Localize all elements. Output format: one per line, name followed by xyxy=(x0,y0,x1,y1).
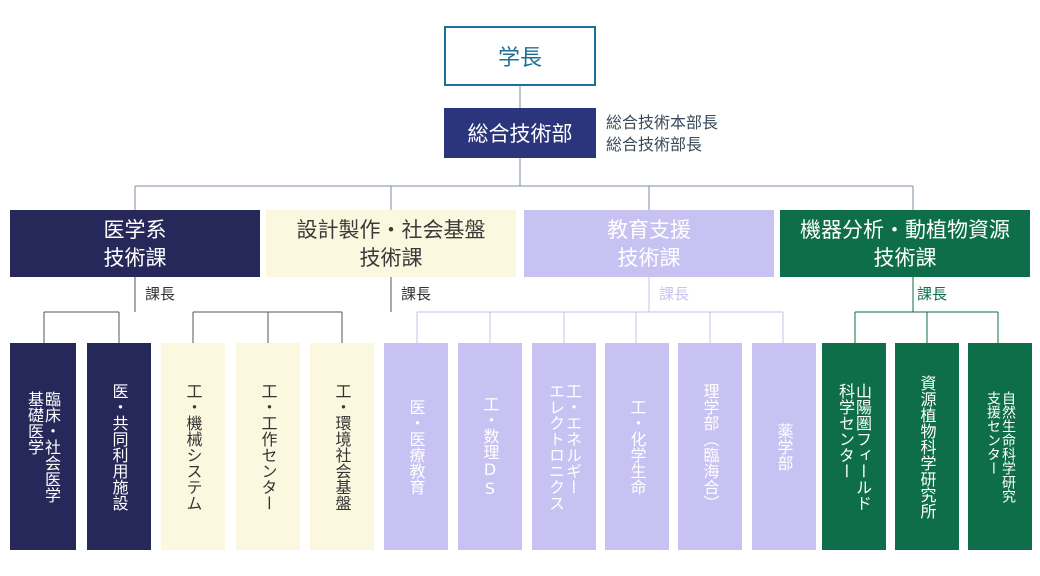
unit-label: 自然生命科学研究 支援センター xyxy=(985,390,1016,503)
division-education-line-1: 教育支援 xyxy=(607,217,691,242)
unit-chemistry-biotech: 工・化学生命 xyxy=(605,343,669,550)
chief-education: 課長 xyxy=(659,285,690,303)
unit-energy-electronics: 工・エネルギー エレクトロニクス xyxy=(532,343,596,550)
unit-sanyo-field-science: 山陽圏フィールド 科学センター xyxy=(822,343,886,550)
unit-natural-life-science-support: 自然生命科学研究 支援センター xyxy=(968,343,1032,550)
unit-label: 薬学部 xyxy=(774,422,794,471)
department-label: 総合技術部 xyxy=(467,122,573,146)
unit-label: 山陽圏フィールド 科学センター xyxy=(836,382,872,511)
unit-label: 医・共同利用施設 xyxy=(109,382,129,511)
unit-label: 臨床・社会医学 基礎医学 xyxy=(25,390,61,503)
chief-instrument: 課長 xyxy=(917,285,948,303)
unit-medical-shared-facilities: 医・共同利用施設 xyxy=(87,343,151,550)
chief-design: 課長 xyxy=(401,285,432,303)
unit-label: 工・数理DS xyxy=(480,395,500,498)
unit-label: 理学部（臨海合） xyxy=(700,382,720,511)
division-medical-line-2: 技術課 xyxy=(103,245,167,270)
division-medical: 医学系 技術課 xyxy=(10,210,260,277)
president-label: 学長 xyxy=(497,46,542,71)
unit-mechanical-systems: 工・機械システム xyxy=(161,343,225,550)
department-box: 総合技術部 xyxy=(444,108,596,158)
department-heads: 総合技術本部長 総合技術部長 xyxy=(606,112,718,156)
president-box: 学長 xyxy=(444,26,596,86)
division-instrument-bio: 機器分析・動植物資源 技術課 xyxy=(780,210,1030,277)
division-design-line-1: 設計製作・社会基盤 xyxy=(296,217,486,242)
division-education-line-2: 技術課 xyxy=(617,245,681,270)
unit-label: 工・化学生命 xyxy=(627,398,647,495)
division-instrument-line-2: 技術課 xyxy=(873,245,937,270)
unit-science-faculty: 理学部（臨海合） xyxy=(678,343,742,550)
unit-label: 医・医療教育 xyxy=(406,398,426,495)
unit-label: 資源植物科学研究所 xyxy=(917,374,937,519)
department-head-1: 総合技術本部長 xyxy=(606,113,719,132)
unit-workshop-center: 工・工作センター xyxy=(236,343,300,550)
division-medical-line-1: 医学系 xyxy=(103,217,167,242)
unit-clinical-basic-medicine: 臨床・社会医学 基礎医学 xyxy=(10,343,76,550)
unit-environmental-infrastructure: 工・環境社会基盤 xyxy=(310,343,374,550)
unit-label: 工・エネルギー エレクトロニクス xyxy=(546,382,582,511)
unit-label: 工・工作センター xyxy=(258,382,278,511)
department-head-2: 総合技術部長 xyxy=(606,135,703,154)
division-education-support: 教育支援 技術課 xyxy=(524,210,774,277)
unit-label: 工・機械システム xyxy=(183,382,203,511)
unit-math-ds: 工・数理DS xyxy=(458,343,522,550)
unit-label: 工・環境社会基盤 xyxy=(332,382,352,511)
unit-pharmacy: 薬学部 xyxy=(752,343,816,550)
unit-medical-education: 医・医療教育 xyxy=(384,343,448,550)
division-design-infrastructure: 設計製作・社会基盤 技術課 xyxy=(266,210,516,277)
division-instrument-line-1: 機器分析・動植物資源 xyxy=(800,217,1010,242)
chief-medical: 課長 xyxy=(145,285,176,303)
division-design-line-2: 技術課 xyxy=(359,245,423,270)
unit-plant-science-institute: 資源植物科学研究所 xyxy=(895,343,959,550)
